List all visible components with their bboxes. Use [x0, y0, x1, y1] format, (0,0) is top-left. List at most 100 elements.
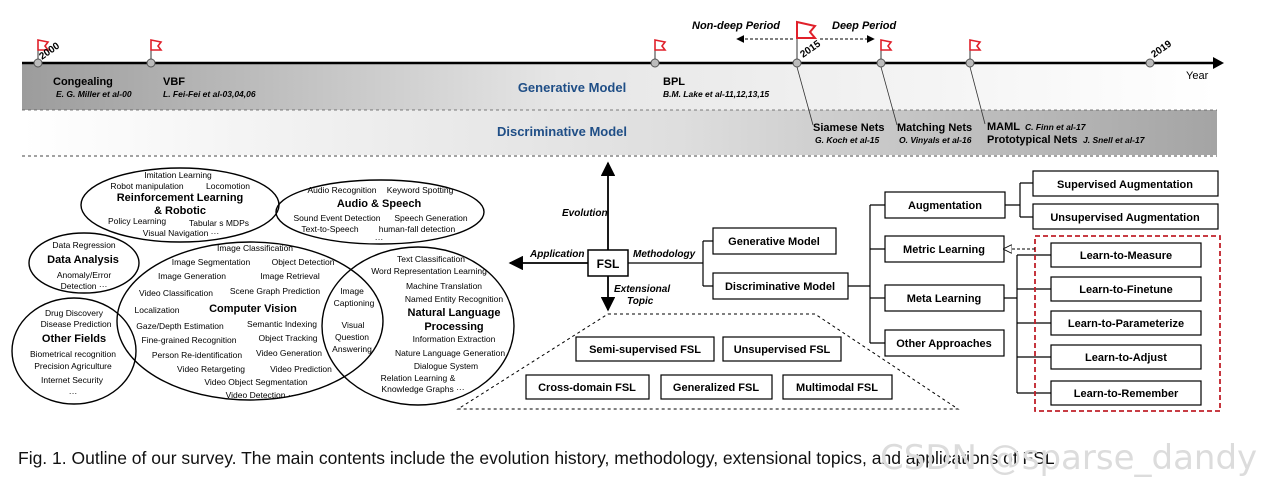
rl-item: Robot manipulation: [110, 181, 184, 191]
generative-model-label: Generative Model: [728, 236, 820, 248]
data-analysis-ellipse: [28, 232, 140, 294]
milestone-bpl-ref: B.M. Lake et al-11,12,13,15: [663, 89, 769, 99]
milestone-bpl: BPL: [663, 76, 685, 88]
cv-item: Object Detection: [272, 257, 335, 267]
meta-learning-label: Meta Learning: [907, 293, 982, 305]
methodology-connectors: [628, 182, 1051, 394]
application-label: Application: [529, 249, 584, 260]
overlap-item: Image: [340, 286, 364, 296]
evolution-label: Evolution: [562, 208, 608, 219]
nlp-item: Dialogue System: [414, 361, 478, 371]
discriminative-band: [22, 110, 1217, 155]
cv-item: Gaze/Depth Estimation: [136, 321, 224, 331]
deep-period-label: Deep Period: [832, 20, 896, 32]
methodology-label: Methodology: [633, 249, 696, 260]
figure-caption: Fig. 1. Outline of our survey. The main …: [18, 448, 1060, 468]
cv-item: Video Retargeting: [177, 364, 245, 374]
other-fields-item: Biometrical recognition: [30, 349, 116, 359]
cv-item: Video Prediction: [270, 364, 332, 374]
cross-domain-fsl-label: Cross-domain FSL: [538, 382, 636, 394]
milestone-maml-ref: C. Finn et al-17: [1025, 122, 1087, 132]
metric-learning-box: [884, 235, 1005, 263]
milestone-vbf-ref: L. Fei-Fei et al-03,04,06: [163, 89, 256, 99]
nlp-item: Named Entity Recognition: [405, 294, 504, 304]
data-analysis-item: Detection ···: [61, 281, 108, 291]
learn-to-measure-label: Learn-to-Measure: [1080, 250, 1172, 262]
learn-to-parameterize-box: [1050, 310, 1202, 336]
multimodal-fsl-box: [782, 374, 893, 400]
generative-model-box: [712, 227, 837, 255]
cv-item: Person Re-identification: [152, 350, 243, 360]
cv-item: Semantic Indexing: [247, 319, 317, 329]
learn-to-finetune-box: [1050, 276, 1202, 302]
cv-item: Video Detection ···: [226, 390, 297, 400]
cv-title: Computer Vision: [209, 303, 297, 315]
nlp-item: Word Representation Learning: [371, 266, 487, 276]
data-analysis-item: Anomaly/Error: [57, 270, 111, 280]
discriminative-model-label: Discriminative Model: [725, 281, 835, 293]
generalized-fsl-box: [660, 374, 773, 400]
milestone-node-maml: [965, 39, 982, 68]
cv-item: Image Classification: [217, 243, 293, 253]
overlap-item: Answering: [332, 344, 372, 354]
milestone-congealing-ref: E. G. Miller et al-00: [56, 89, 132, 99]
axis-label-year: Year: [1186, 70, 1209, 82]
nlp-item: Machine Translation: [406, 281, 482, 291]
audio-item: Sound Event Detection: [294, 213, 381, 223]
cv-item: Video Classification: [139, 288, 213, 298]
year-2019: 2019: [1149, 38, 1174, 60]
learn-to-remember-box: [1050, 380, 1202, 406]
other-fields-item: Disease Prediction: [41, 319, 112, 329]
nlp-item: Text Classification: [397, 254, 465, 264]
learn-to-remember-label: Learn-to-Remember: [1074, 388, 1179, 400]
other-approaches-box: [884, 329, 1005, 357]
supervised-augmentation-label: Supervised Augmentation: [1057, 179, 1193, 191]
milestone-vbf: VBF: [163, 76, 185, 88]
cv-item: Image Segmentation: [172, 257, 251, 267]
extensional-trapezoid: [456, 313, 960, 410]
audio-item: ···: [375, 234, 384, 244]
multimodal-fsl-label: Multimodal FSL: [796, 382, 878, 394]
other-fields-item: Precision Agriculture: [34, 361, 112, 371]
semi-supervised-fsl-label: Semi-supervised FSL: [589, 344, 701, 356]
discriminative-band-label: Discriminative Model: [497, 124, 627, 139]
nlp-title-1: Natural Language: [408, 307, 501, 319]
nlp-title-2: Processing: [424, 321, 483, 333]
cv-item: Image Generation: [158, 271, 226, 281]
cv-item: Image Retrieval: [260, 271, 320, 281]
other-fields-item: ···: [69, 388, 78, 398]
audio-item: human-fall detection: [379, 224, 456, 234]
meta-learning-box: [884, 284, 1005, 312]
rl-item: Imitation Learning: [144, 170, 212, 180]
extensional-label-1: Extensional: [614, 284, 670, 295]
milestone-node-vbf: [146, 39, 163, 68]
milestone-prototypical: Prototypical Nets: [987, 134, 1077, 146]
overlap-item: Visual: [342, 320, 365, 330]
audio-item: Keyword Spotting: [387, 185, 454, 195]
cv-item: Video Object Segmentation: [204, 377, 308, 387]
discriminative-model-box: [712, 272, 849, 300]
cv-item: Video Generation: [256, 348, 322, 358]
augmentation-box: [884, 191, 1006, 219]
audio-item: Text-to-Speech: [301, 224, 358, 234]
supervised-augmentation-box: [1032, 170, 1219, 197]
learn-to-measure-box: [1050, 242, 1202, 268]
rl-item: Locomotion: [206, 181, 250, 191]
learn-to-finetune-label: Learn-to-Finetune: [1079, 284, 1173, 296]
learn-to-adjust-box: [1050, 344, 1202, 370]
nlp-item: Relation Learning &: [381, 373, 456, 383]
audio-item: Audio Recognition: [308, 185, 377, 195]
nlp-item: Information Extraction: [413, 334, 496, 344]
cv-item: Localization: [135, 305, 180, 315]
extensional-label-2: Topic: [627, 296, 654, 307]
non-deep-period-label: Non-deep Period: [692, 20, 780, 32]
milestone-maml: MAML: [987, 121, 1020, 133]
cv-item: Object Tracking: [258, 333, 317, 343]
watermark: CSDN @sparse_dandy: [880, 438, 1258, 478]
siamese-leader: [796, 66, 814, 126]
other-fields-ellipse: [11, 297, 137, 405]
meta-learning-group-frame: [1034, 235, 1221, 412]
nlp-ellipse: [321, 246, 515, 406]
overlap-item: Captioning: [334, 298, 375, 308]
